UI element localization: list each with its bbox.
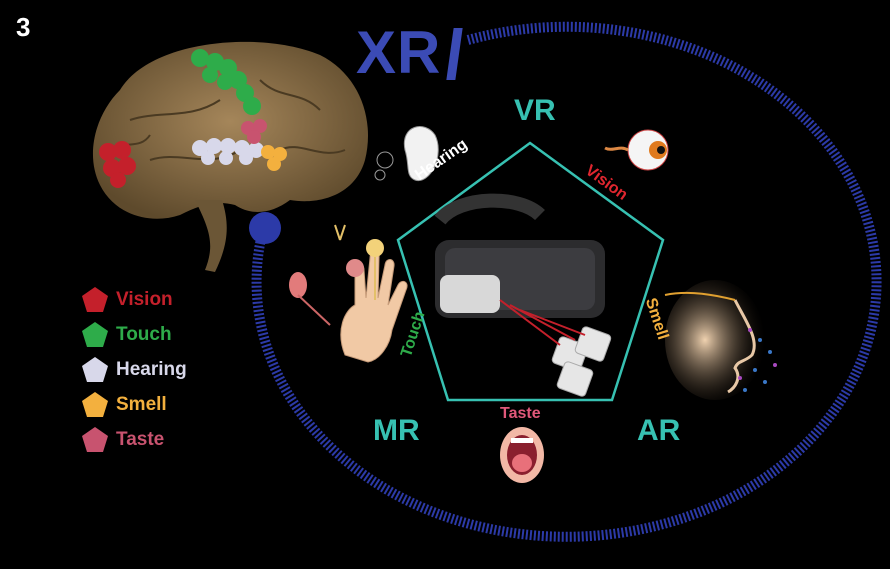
panel-number: 3 <box>16 12 31 42</box>
vision-region <box>99 141 136 188</box>
legend: Vision Touch Hearing Smell Taste <box>80 282 187 457</box>
xr-ring <box>251 21 882 542</box>
mode-mr: MR <box>373 414 420 447</box>
legend-item-smell: Smell <box>80 387 187 422</box>
legend-label: Touch <box>116 323 172 345</box>
legend-label: Smell <box>116 393 167 415</box>
ring-node <box>249 212 281 244</box>
brain-illustration <box>92 41 368 272</box>
ear-icon <box>374 126 439 181</box>
pentagon-icon <box>82 356 108 382</box>
hearing-region <box>192 138 264 165</box>
legend-item-hearing: Hearing <box>80 352 187 387</box>
mode-ar: AR <box>637 414 681 447</box>
xr-title-text: XR <box>356 19 442 86</box>
legend-item-vision: Vision <box>80 282 187 317</box>
xr-title: XR <box>356 18 441 87</box>
pentagon-icon <box>82 391 108 417</box>
pentagon-icon <box>82 321 108 347</box>
hand-icon <box>289 224 408 363</box>
legend-item-touch: Touch <box>80 317 187 352</box>
taste-region <box>241 119 267 144</box>
vr-headset-illustration <box>434 193 612 397</box>
legend-label: Vision <box>116 288 173 310</box>
smell-region <box>261 145 287 171</box>
legend-item-taste: Taste <box>80 422 187 457</box>
pentagon-icon <box>82 286 108 312</box>
mouth-icon <box>500 427 544 483</box>
touch-region <box>191 49 261 115</box>
eye-icon <box>604 129 669 171</box>
senses-pentagon <box>396 141 665 402</box>
pentagon-icon <box>82 426 108 452</box>
legend-label: Taste <box>116 428 165 450</box>
sense-taste: Taste <box>500 405 541 422</box>
legend-label: Hearing <box>116 358 187 380</box>
mode-vr: VR <box>514 94 556 127</box>
face-smell-icon <box>664 280 777 400</box>
